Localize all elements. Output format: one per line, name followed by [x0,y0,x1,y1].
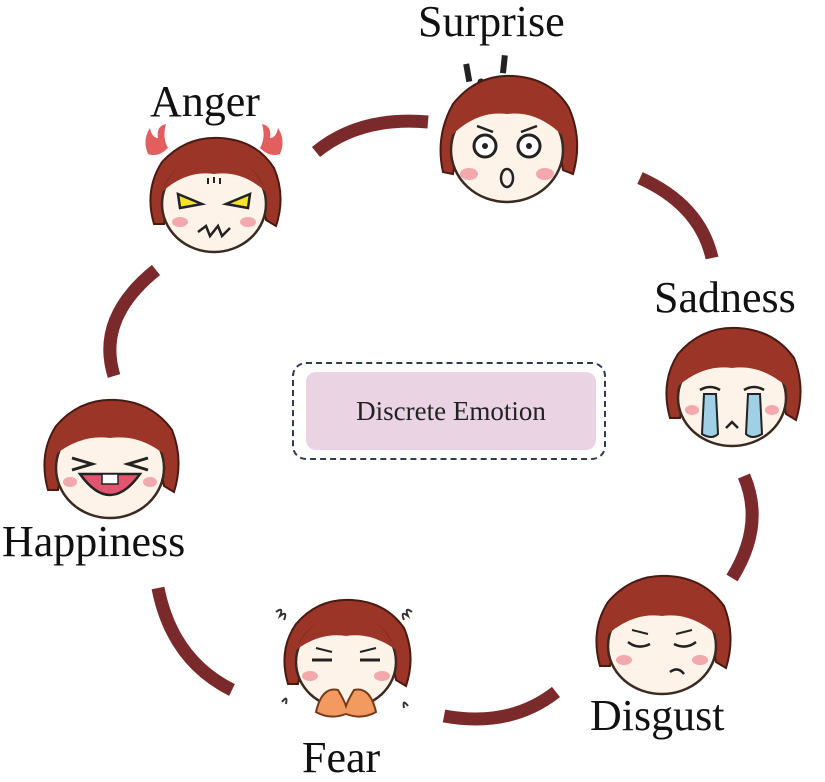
surprise-label: Surprise [418,0,565,46]
arc-happiness-anger [103,264,161,378]
arc-surprise-sadness [637,172,719,260]
center-label: Discrete Emotion [356,395,546,426]
arc-anger-surprise [311,114,429,158]
cycle-arcs [103,114,759,726]
happiness-face-icon [43,398,180,520]
sadness-face-icon [665,326,802,448]
surprise-face-icon [439,54,579,204]
center-box: Discrete Emotion [292,362,606,460]
disgust-face-icon [595,574,732,696]
fear-face-icon [275,598,413,718]
sadness-label: Sadness [654,273,796,322]
happiness-label: Happiness [2,517,186,566]
anger-label: Anger [150,77,260,126]
arc-disgust-fear [442,686,561,726]
arc-sadness-disgust [726,473,759,582]
fear-label: Fear [302,733,381,782]
center-box-fill: Discrete Emotion [306,372,596,450]
arc-fear-happiness [151,586,236,696]
disgust-label: Disgust [590,691,725,740]
anger-face-icon [145,124,283,254]
